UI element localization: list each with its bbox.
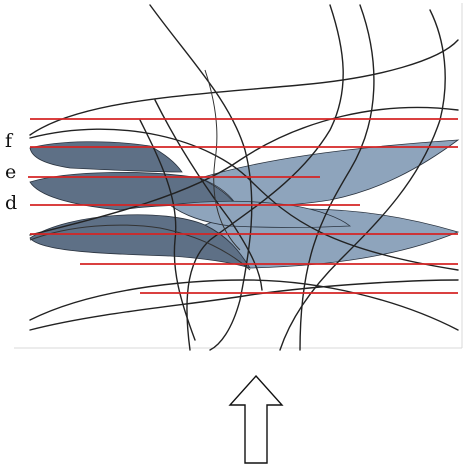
strand-2 (186, 4, 344, 351)
up-arrow-icon (228, 374, 284, 464)
strand-13 (29, 224, 251, 271)
band-mid-right (198, 139, 460, 209)
strand-4 (29, 128, 459, 271)
strand-7 (299, 4, 375, 351)
strand-10 (139, 119, 196, 341)
label-d: d (5, 192, 17, 214)
strand-12 (204, 69, 241, 251)
strand-3 (29, 39, 459, 136)
strand-8 (29, 279, 459, 331)
label-f: f (5, 130, 14, 152)
strand-9 (29, 279, 459, 331)
strand-6 (154, 99, 263, 291)
outline-curves (29, 4, 459, 351)
shaded-bands (29, 139, 460, 269)
strand-11 (279, 9, 446, 351)
band-center-right (168, 200, 352, 228)
label-e: e (5, 161, 16, 183)
strand-1 (149, 4, 253, 351)
guide-lines (28, 118, 458, 294)
band-upper-left (29, 141, 183, 173)
strand-5 (29, 106, 459, 236)
